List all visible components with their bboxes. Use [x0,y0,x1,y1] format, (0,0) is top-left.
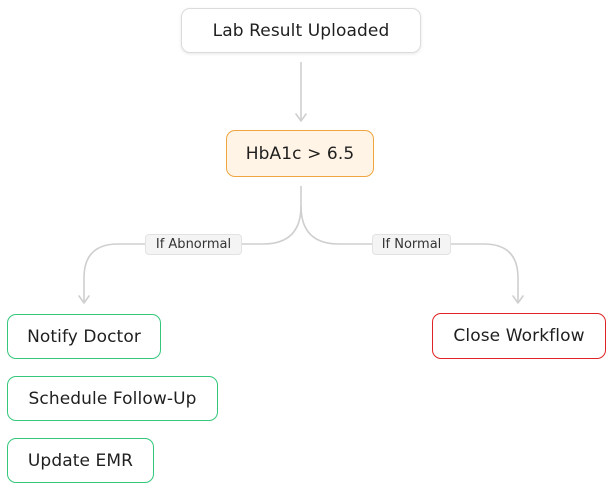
edge-label-if-abnormal: If Abnormal [145,234,242,255]
edge-label-if-normal: If Normal [372,234,451,255]
node-decision-hba1c[interactable]: HbA1c > 6.5 [226,130,374,177]
node-schedule-follow-up[interactable]: Schedule Follow-Up [7,376,218,421]
node-update-emr[interactable]: Update EMR [7,438,154,483]
connector-decision-to-notify [83,186,302,302]
node-notify-doctor[interactable]: Notify Doctor [7,314,161,359]
arrowhead-notify [78,295,90,304]
node-close-workflow[interactable]: Close Workflow [432,313,606,359]
arrowhead-decision [295,113,307,122]
node-lab-result-uploaded[interactable]: Lab Result Uploaded [181,8,421,53]
arrowhead-close [512,295,524,304]
